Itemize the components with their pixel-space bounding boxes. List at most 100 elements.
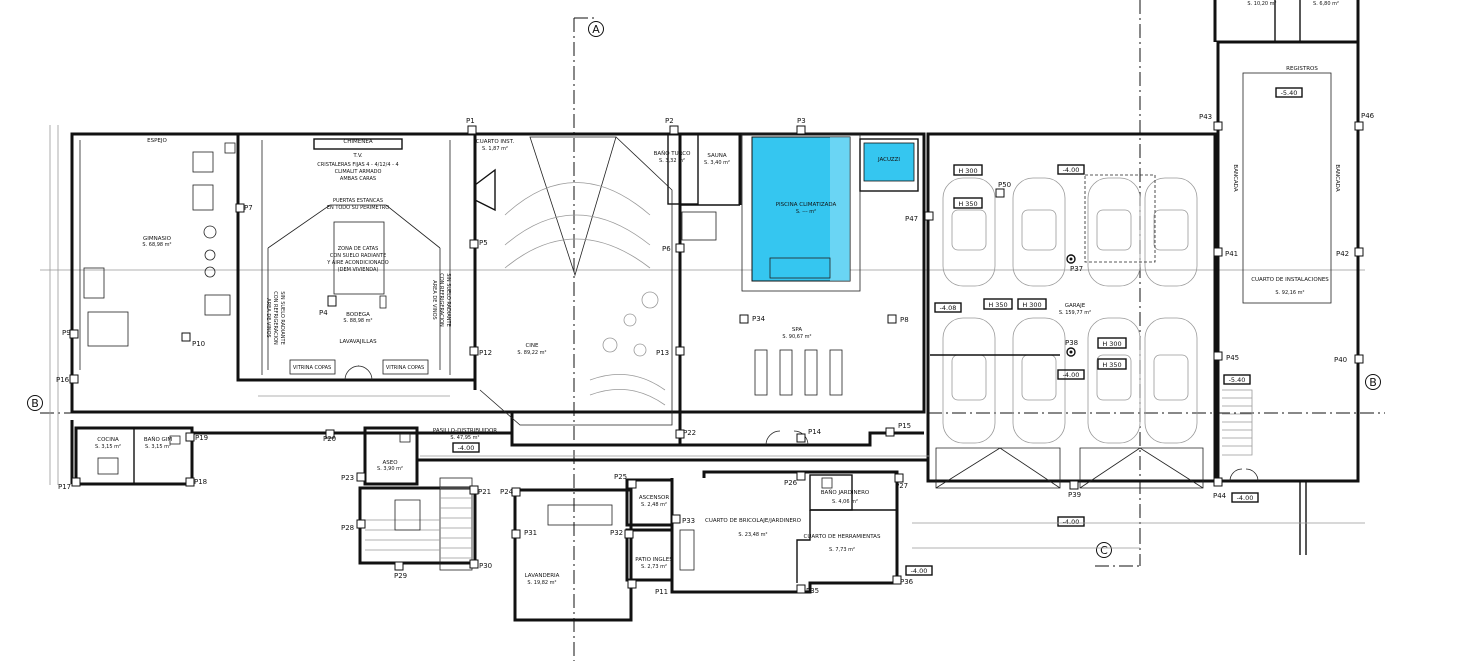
pillar xyxy=(885,427,895,437)
svg-text:CUARTO DE HERRAMIENTAS: CUARTO DE HERRAMIENTAS xyxy=(804,534,881,540)
pillar xyxy=(796,584,806,594)
height-labels: H 300 H 350 H 350 H 300 H 300 H 350 xyxy=(953,164,1127,370)
svg-text:-4.00: -4.00 xyxy=(1063,518,1080,526)
svg-text:CINE: CINE xyxy=(525,343,539,349)
svg-text:P7: P7 xyxy=(244,204,253,212)
svg-text:P16: P16 xyxy=(56,376,70,384)
axis-lines xyxy=(40,0,1385,661)
svg-text:VITRINA COPAS: VITRINA COPAS xyxy=(293,365,331,371)
pillar xyxy=(669,125,679,135)
garage-room: GARAJE S. 159,77 m² xyxy=(930,174,1204,489)
svg-text:SAUNA: SAUNA xyxy=(707,153,726,159)
svg-text:PUERTAS ESTANCAS: PUERTAS ESTANCAS xyxy=(333,198,383,204)
pillar xyxy=(394,561,404,571)
svg-text:CLIMALIT ARMADO: CLIMALIT ARMADO xyxy=(335,169,382,175)
svg-text:P29: P29 xyxy=(394,572,407,580)
svg-text:S. 3,15 m²: S. 3,15 m² xyxy=(145,444,171,450)
svg-text:P17: P17 xyxy=(58,483,71,491)
pillar xyxy=(924,211,934,221)
svg-text:S. 7,73 m²: S. 7,73 m² xyxy=(829,547,855,553)
svg-text:H 300: H 300 xyxy=(958,167,977,175)
svg-text:S. 92,16 m²: S. 92,16 m² xyxy=(1275,290,1304,296)
pillar xyxy=(467,125,477,135)
svg-text:CON REFRIGERACION: CON REFRIGERACION xyxy=(272,291,278,345)
svg-text:P40: P40 xyxy=(1334,356,1347,364)
svg-text:BAÑO GIM: BAÑO GIM xyxy=(144,436,173,443)
pillar xyxy=(469,485,479,495)
svg-text:SPA: SPA xyxy=(792,327,802,333)
svg-text:S. 10,20 m²: S. 10,20 m² xyxy=(1247,1,1276,7)
svg-text:P2: P2 xyxy=(665,117,674,125)
svg-text:(DEM VIVIENDA): (DEM VIVIENDA) xyxy=(338,267,379,273)
pillar xyxy=(1354,121,1364,131)
svg-text:S. --- m²: S. --- m² xyxy=(796,209,816,215)
axis-bubble-b-right: B xyxy=(1365,374,1381,390)
svg-text:-4.00: -4.00 xyxy=(911,567,928,575)
dimension-lines xyxy=(49,125,1365,549)
svg-text:ASCENSOR: ASCENSOR xyxy=(639,495,670,501)
car xyxy=(1144,317,1198,444)
pillar xyxy=(511,529,521,539)
svg-text:P36: P36 xyxy=(900,578,914,586)
car xyxy=(942,177,996,287)
svg-text:P20: P20 xyxy=(323,435,336,443)
svg-text:C: C xyxy=(1100,544,1108,557)
svg-text:P24: P24 xyxy=(500,488,514,496)
svg-text:P28: P28 xyxy=(341,524,354,532)
svg-text:H 300: H 300 xyxy=(1022,301,1041,309)
outer-walls xyxy=(70,0,1360,555)
svg-text:BODEGA: BODEGA xyxy=(346,312,370,318)
pillar xyxy=(511,487,521,497)
car xyxy=(1012,317,1066,444)
svg-text:-4.00: -4.00 xyxy=(1063,166,1080,174)
svg-text:CON REFRIGERACION: CON REFRIGERACION xyxy=(438,273,444,327)
svg-text:P45: P45 xyxy=(1226,354,1239,362)
pillar xyxy=(356,472,366,482)
cine-room: CUARTO INST. S. 1,87 m² CINE S. 89,22 m² xyxy=(474,136,673,426)
pillar xyxy=(69,374,79,384)
pillar xyxy=(185,432,195,442)
svg-text:LAVANDERIA: LAVANDERIA xyxy=(525,573,560,579)
pillar xyxy=(894,473,904,483)
svg-text:SIN SUELO RADIANTE: SIN SUELO RADIANTE xyxy=(279,291,285,345)
svg-text:P50: P50 xyxy=(998,181,1011,189)
svg-text:S. 6,80 m²: S. 6,80 m² xyxy=(1313,1,1339,7)
staircase xyxy=(365,477,473,571)
svg-text:P42: P42 xyxy=(1336,250,1349,258)
svg-text:S. 68,98 m²: S. 68,98 m² xyxy=(142,242,171,248)
pillar xyxy=(675,243,685,253)
svg-text:S. 2,73 m²: S. 2,73 m² xyxy=(641,564,667,570)
svg-text:-4.00: -4.00 xyxy=(1063,371,1080,379)
car xyxy=(1144,177,1198,287)
svg-text:REGISTROS: REGISTROS xyxy=(1286,66,1318,72)
level-tags: -4.00 -4.08 -4.00 -4.00 -4.00 -4.00 -5.4… xyxy=(452,87,1303,576)
jacuzzi-water xyxy=(863,142,915,182)
svg-text:AREA DE VINOS: AREA DE VINOS xyxy=(431,280,437,319)
svg-text:CUARTO INST.: CUARTO INST. xyxy=(476,139,514,145)
pillar xyxy=(627,479,637,489)
svg-text:P5: P5 xyxy=(479,239,488,247)
svg-text:S. 3,15 m²: S. 3,15 m² xyxy=(95,444,121,450)
svg-text:P44: P44 xyxy=(1213,492,1227,500)
svg-text:P13: P13 xyxy=(656,349,669,357)
svg-text:P1: P1 xyxy=(466,117,475,125)
svg-text:S. 19,82 m²: S. 19,82 m² xyxy=(527,580,556,586)
pillar xyxy=(469,559,479,569)
svg-text:H 350: H 350 xyxy=(988,301,1007,309)
svg-text:P25: P25 xyxy=(614,473,627,481)
svg-text:PISCINA CLIMATIZADA: PISCINA CLIMATIZADA xyxy=(776,202,837,208)
spa-room: BAÑO TURCO S. 3,32 m² SAUNA S. 3,40 m² P… xyxy=(654,133,919,446)
svg-text:-4.00: -4.00 xyxy=(1237,494,1254,502)
pillar xyxy=(1069,480,1079,490)
instalaciones-room: BANCADA BANCADA REGISTROS S. 10,20 m² S.… xyxy=(1222,1,1340,482)
svg-text:S. 2,48 m²: S. 2,48 m² xyxy=(641,502,667,508)
svg-text:P9: P9 xyxy=(62,329,71,337)
svg-text:PASILLO-DISTRIBUIDOR: PASILLO-DISTRIBUIDOR xyxy=(433,428,497,434)
pillar xyxy=(1213,477,1223,487)
gym-room: ESPEJO GIMNASIO S. 68,98 m² xyxy=(79,138,236,370)
svg-text:P33: P33 xyxy=(682,517,695,525)
svg-text:P23: P23 xyxy=(341,474,354,482)
svg-text:P11: P11 xyxy=(655,588,668,596)
svg-text:S. 88,98 m²: S. 88,98 m² xyxy=(343,318,372,324)
car xyxy=(942,317,996,444)
